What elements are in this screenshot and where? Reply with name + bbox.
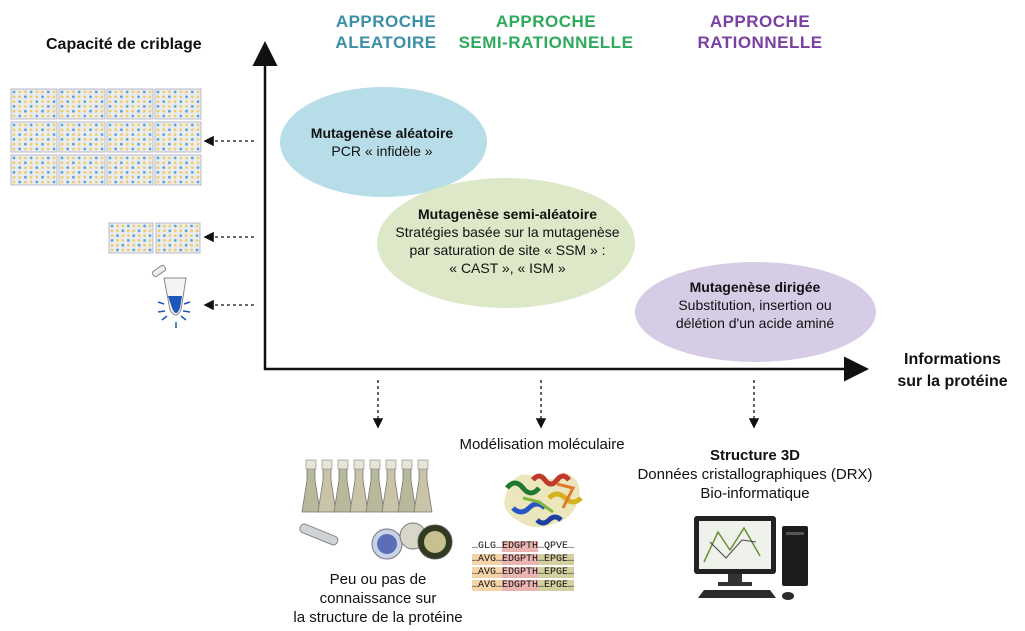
- alignment-row: …GLG…EDGPTH…QPVE…: [472, 540, 574, 553]
- directed-mutagenesis-text: Mutagenèse dirigée Substitution, inserti…: [640, 278, 870, 332]
- header-random-line2: ALEATOIRE: [335, 33, 437, 52]
- microplate: [106, 154, 154, 186]
- microplate: [58, 88, 106, 120]
- molecular-modeling-title: Modélisation moléculaire: [459, 436, 625, 453]
- microplate: [58, 121, 106, 153]
- culture-flask: [413, 467, 433, 513]
- random-mutagenesis-text: Mutagenèse aléatoire PCR « infidèle »: [282, 124, 482, 160]
- microplate: [10, 154, 58, 186]
- header-random-approach: APPROCHE ALEATOIRE: [306, 11, 466, 53]
- microplate: [10, 121, 58, 153]
- header-rational-approach: APPROCHE RATIONNELLE: [675, 11, 845, 53]
- microplate: [58, 154, 106, 186]
- alignment-segment-conserved: EDGPTH: [502, 567, 539, 578]
- culture-flasks-and-petri-dishes-icon: [299, 459, 453, 560]
- alignment-segment-conserved: EDGPTH: [502, 541, 539, 552]
- culture-flask: [301, 467, 321, 513]
- culture-flask: [317, 467, 337, 513]
- microplate: [108, 222, 154, 254]
- header-semi-rational-approach: APPROCHE SEMI-RATIONNELLE: [441, 11, 651, 53]
- ellipse-semi-random-mutagenesis: [377, 178, 635, 308]
- culture-flask: [365, 467, 385, 513]
- bioinformatics: Bio-informatique: [700, 485, 810, 502]
- crystallographic-data: Données cristallographiques (DRX): [637, 466, 873, 483]
- alignment-row: …AVG…EDGPTH…EPGE…: [472, 566, 575, 579]
- semi-random-desc-1: Stratégies basée sur la mutagenèse: [395, 224, 620, 240]
- x-axis-label: Informations sur la protéine: [880, 349, 1025, 393]
- header-semi-line2: SEMI-RATIONNELLE: [458, 33, 634, 52]
- culture-flask: [397, 467, 417, 513]
- tube-fluorescence-icon: [151, 264, 191, 328]
- alignment-row: …AVG…EDGPTH…EPGE…: [472, 579, 575, 592]
- ellipse-directed-mutagenesis: [635, 262, 876, 362]
- culture-flask: [333, 467, 353, 513]
- alignment-segment-left: …GLG…: [472, 541, 503, 552]
- y-axis-label: Capacité de criblage: [46, 36, 202, 53]
- microplate: [155, 222, 201, 254]
- microplates-large-icon: [10, 88, 202, 186]
- alignment-segment-right: …EPGE…: [538, 580, 575, 591]
- x-axis-label-line2: sur la protéine: [897, 373, 1008, 390]
- alignment-segment-right: …EPGE…: [538, 567, 575, 578]
- no-knowledge-line2: connaissance sur: [319, 590, 437, 607]
- computer-icon: [694, 516, 808, 600]
- microplates-small-icon: [108, 222, 201, 254]
- alignment-segment-left: …AVG…: [472, 580, 503, 591]
- alignment-segment-conserved: EDGPTH: [502, 554, 539, 565]
- directed-desc-2: délétion d'un acide aminé: [675, 315, 835, 331]
- alignment-segment-conserved: EDGPTH: [502, 580, 539, 591]
- structure-3d-text: Structure 3D Données cristallographiques…: [610, 446, 900, 503]
- alignment-segment-right: …EPGE…: [538, 554, 575, 565]
- microplate: [106, 88, 154, 120]
- semi-random-mutagenesis-title: Mutagenèse semi-aléatoire: [418, 206, 597, 222]
- semi-random-mutagenesis-text: Mutagenèse semi-aléatoire Stratégies bas…: [380, 205, 635, 277]
- random-mutagenesis-title: Mutagenèse aléatoire: [310, 125, 454, 141]
- no-knowledge-line1: Peu ou pas de: [329, 571, 427, 588]
- structure-3d-title: Structure 3D: [709, 447, 801, 464]
- x-axis-label-line1: Informations: [904, 351, 1001, 368]
- microplate: [106, 121, 154, 153]
- ellipse-random-mutagenesis: [280, 87, 487, 197]
- directed-mutagenesis-title: Mutagenèse dirigée: [689, 279, 821, 295]
- alignment-segment-left: …AVG…: [472, 567, 503, 578]
- culture-flask: [381, 467, 401, 513]
- no-knowledge-line3: la structure de la protéine: [293, 609, 463, 626]
- semi-random-desc-2: par saturation de site « SSM » :: [409, 242, 606, 258]
- culture-flask: [349, 467, 369, 513]
- semi-random-desc-3: « CAST », « ISM »: [449, 260, 566, 276]
- protein-structure-icon: [504, 472, 583, 528]
- microplate: [154, 88, 202, 120]
- alignment-segment-right: …QPVE…: [538, 541, 575, 552]
- no-knowledge-text: Peu ou pas de connaissance sur la struct…: [268, 570, 488, 627]
- microplate: [154, 154, 202, 186]
- random-mutagenesis-desc: PCR « infidèle »: [331, 143, 433, 159]
- header-random-line1: APPROCHE: [335, 12, 437, 31]
- directed-desc-1: Substitution, insertion ou: [678, 297, 832, 313]
- alignment-row: …AVG…EDGPTH…EPGE…: [472, 553, 575, 566]
- sequence-alignment: …GLG…EDGPTH…QPVE……AVG…EDGPTH…EPGE……AVG…E…: [472, 540, 575, 592]
- alignment-segment-left: …AVG…: [472, 554, 503, 565]
- header-semi-line1: APPROCHE: [495, 12, 597, 31]
- microplate: [154, 121, 202, 153]
- header-rational-line2: RATIONNELLE: [697, 33, 823, 52]
- microplate: [10, 88, 58, 120]
- header-rational-line1: APPROCHE: [709, 12, 811, 31]
